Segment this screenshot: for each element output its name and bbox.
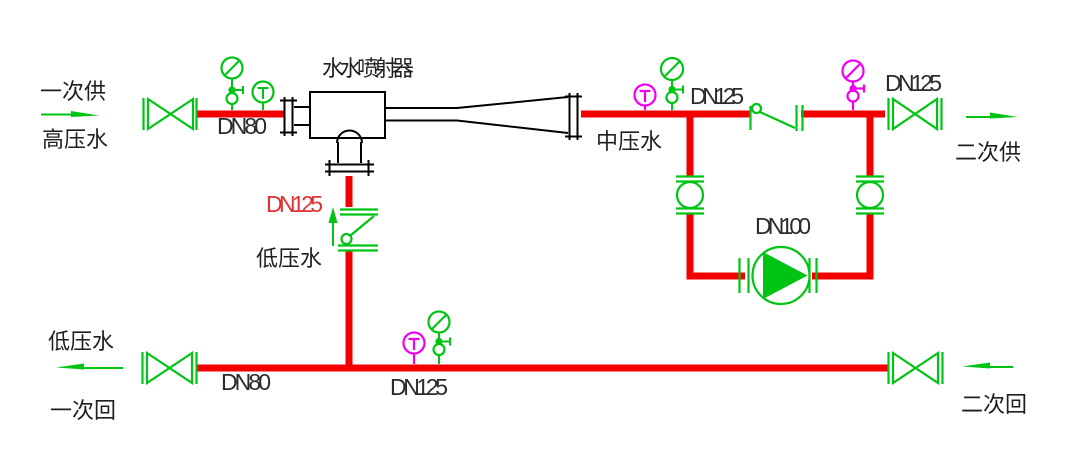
label-low-pressure-return: 低压水 <box>48 329 114 354</box>
label-dn125-branch: DN125 <box>266 191 323 217</box>
pressure-gauge-top-left <box>220 56 244 110</box>
gate-valve-secondary-supply <box>887 96 943 132</box>
label-high-pressure-water: 高压水 <box>42 127 108 152</box>
pump-impeller-triangle-icon <box>763 252 808 299</box>
thermometer-top-left <box>251 80 275 110</box>
label-dn125-top: DN125 <box>690 83 744 109</box>
check-valve-main <box>749 102 804 131</box>
gate-valve-primary-supply <box>142 96 198 132</box>
ejector-body <box>309 91 386 139</box>
label-dn125-bottom: DN125 <box>390 374 448 400</box>
label-primary-return: 一次回 <box>50 398 116 423</box>
label-ejector-title: 水水喷射器 <box>322 56 414 81</box>
gate-valve-secondary-return <box>887 350 944 386</box>
ejector-left-neck <box>294 106 310 126</box>
water-water-ejector <box>280 91 582 176</box>
check-valve-branch <box>328 207 378 252</box>
label-secondary-supply: 二次供 <box>955 140 1021 165</box>
ball-valve-loop-left <box>675 175 705 215</box>
thermometer-medium-water <box>633 83 657 110</box>
flow-arrow-primary-return <box>56 363 123 370</box>
label-medium-pressure-water: 中压水 <box>596 129 662 154</box>
ejector-suction-neck <box>337 142 362 163</box>
label-dn80-top: DN80 <box>217 113 267 139</box>
circulation-pump <box>738 245 818 306</box>
arrow-left-icon <box>56 363 84 370</box>
pressure-gauge-medium-water <box>659 56 685 110</box>
ejector-suction-arch <box>336 129 363 144</box>
pressure-gauge-secondary-supply <box>841 59 866 110</box>
label-low-pressure-branch: 低压水 <box>256 246 322 271</box>
arrow-left-icon <box>962 362 990 369</box>
thermometer-bottom <box>402 331 426 364</box>
ejector-diffuser-cone <box>456 96 569 134</box>
label-secondary-return: 二次回 <box>961 392 1027 417</box>
pressure-gauge-bottom <box>427 310 451 364</box>
ball-valve-loop-right <box>855 175 885 215</box>
label-primary-supply: 一次供 <box>40 79 106 104</box>
ejector-right-flange <box>565 93 582 140</box>
ejector-bottom-flange <box>325 160 374 176</box>
pipe-network <box>197 110 888 372</box>
label-dn80-bottom: DN80 <box>221 369 271 395</box>
flow-arrow-primary-supply <box>41 111 99 117</box>
ejector-throat-tube <box>385 107 457 122</box>
label-dn125-right: DN125 <box>885 70 942 96</box>
ejector-left-flange <box>280 97 297 136</box>
arrow-right-icon <box>990 112 1018 119</box>
label-dn100-pump: DN100 <box>755 213 811 239</box>
flow-direction-up-arrowhead-icon <box>328 207 338 223</box>
gate-valve-primary-return <box>141 350 198 386</box>
flow-arrow-secondary-return <box>962 362 1013 369</box>
flow-arrow-secondary-supply <box>966 112 1018 119</box>
arrow-right-icon <box>71 111 99 117</box>
